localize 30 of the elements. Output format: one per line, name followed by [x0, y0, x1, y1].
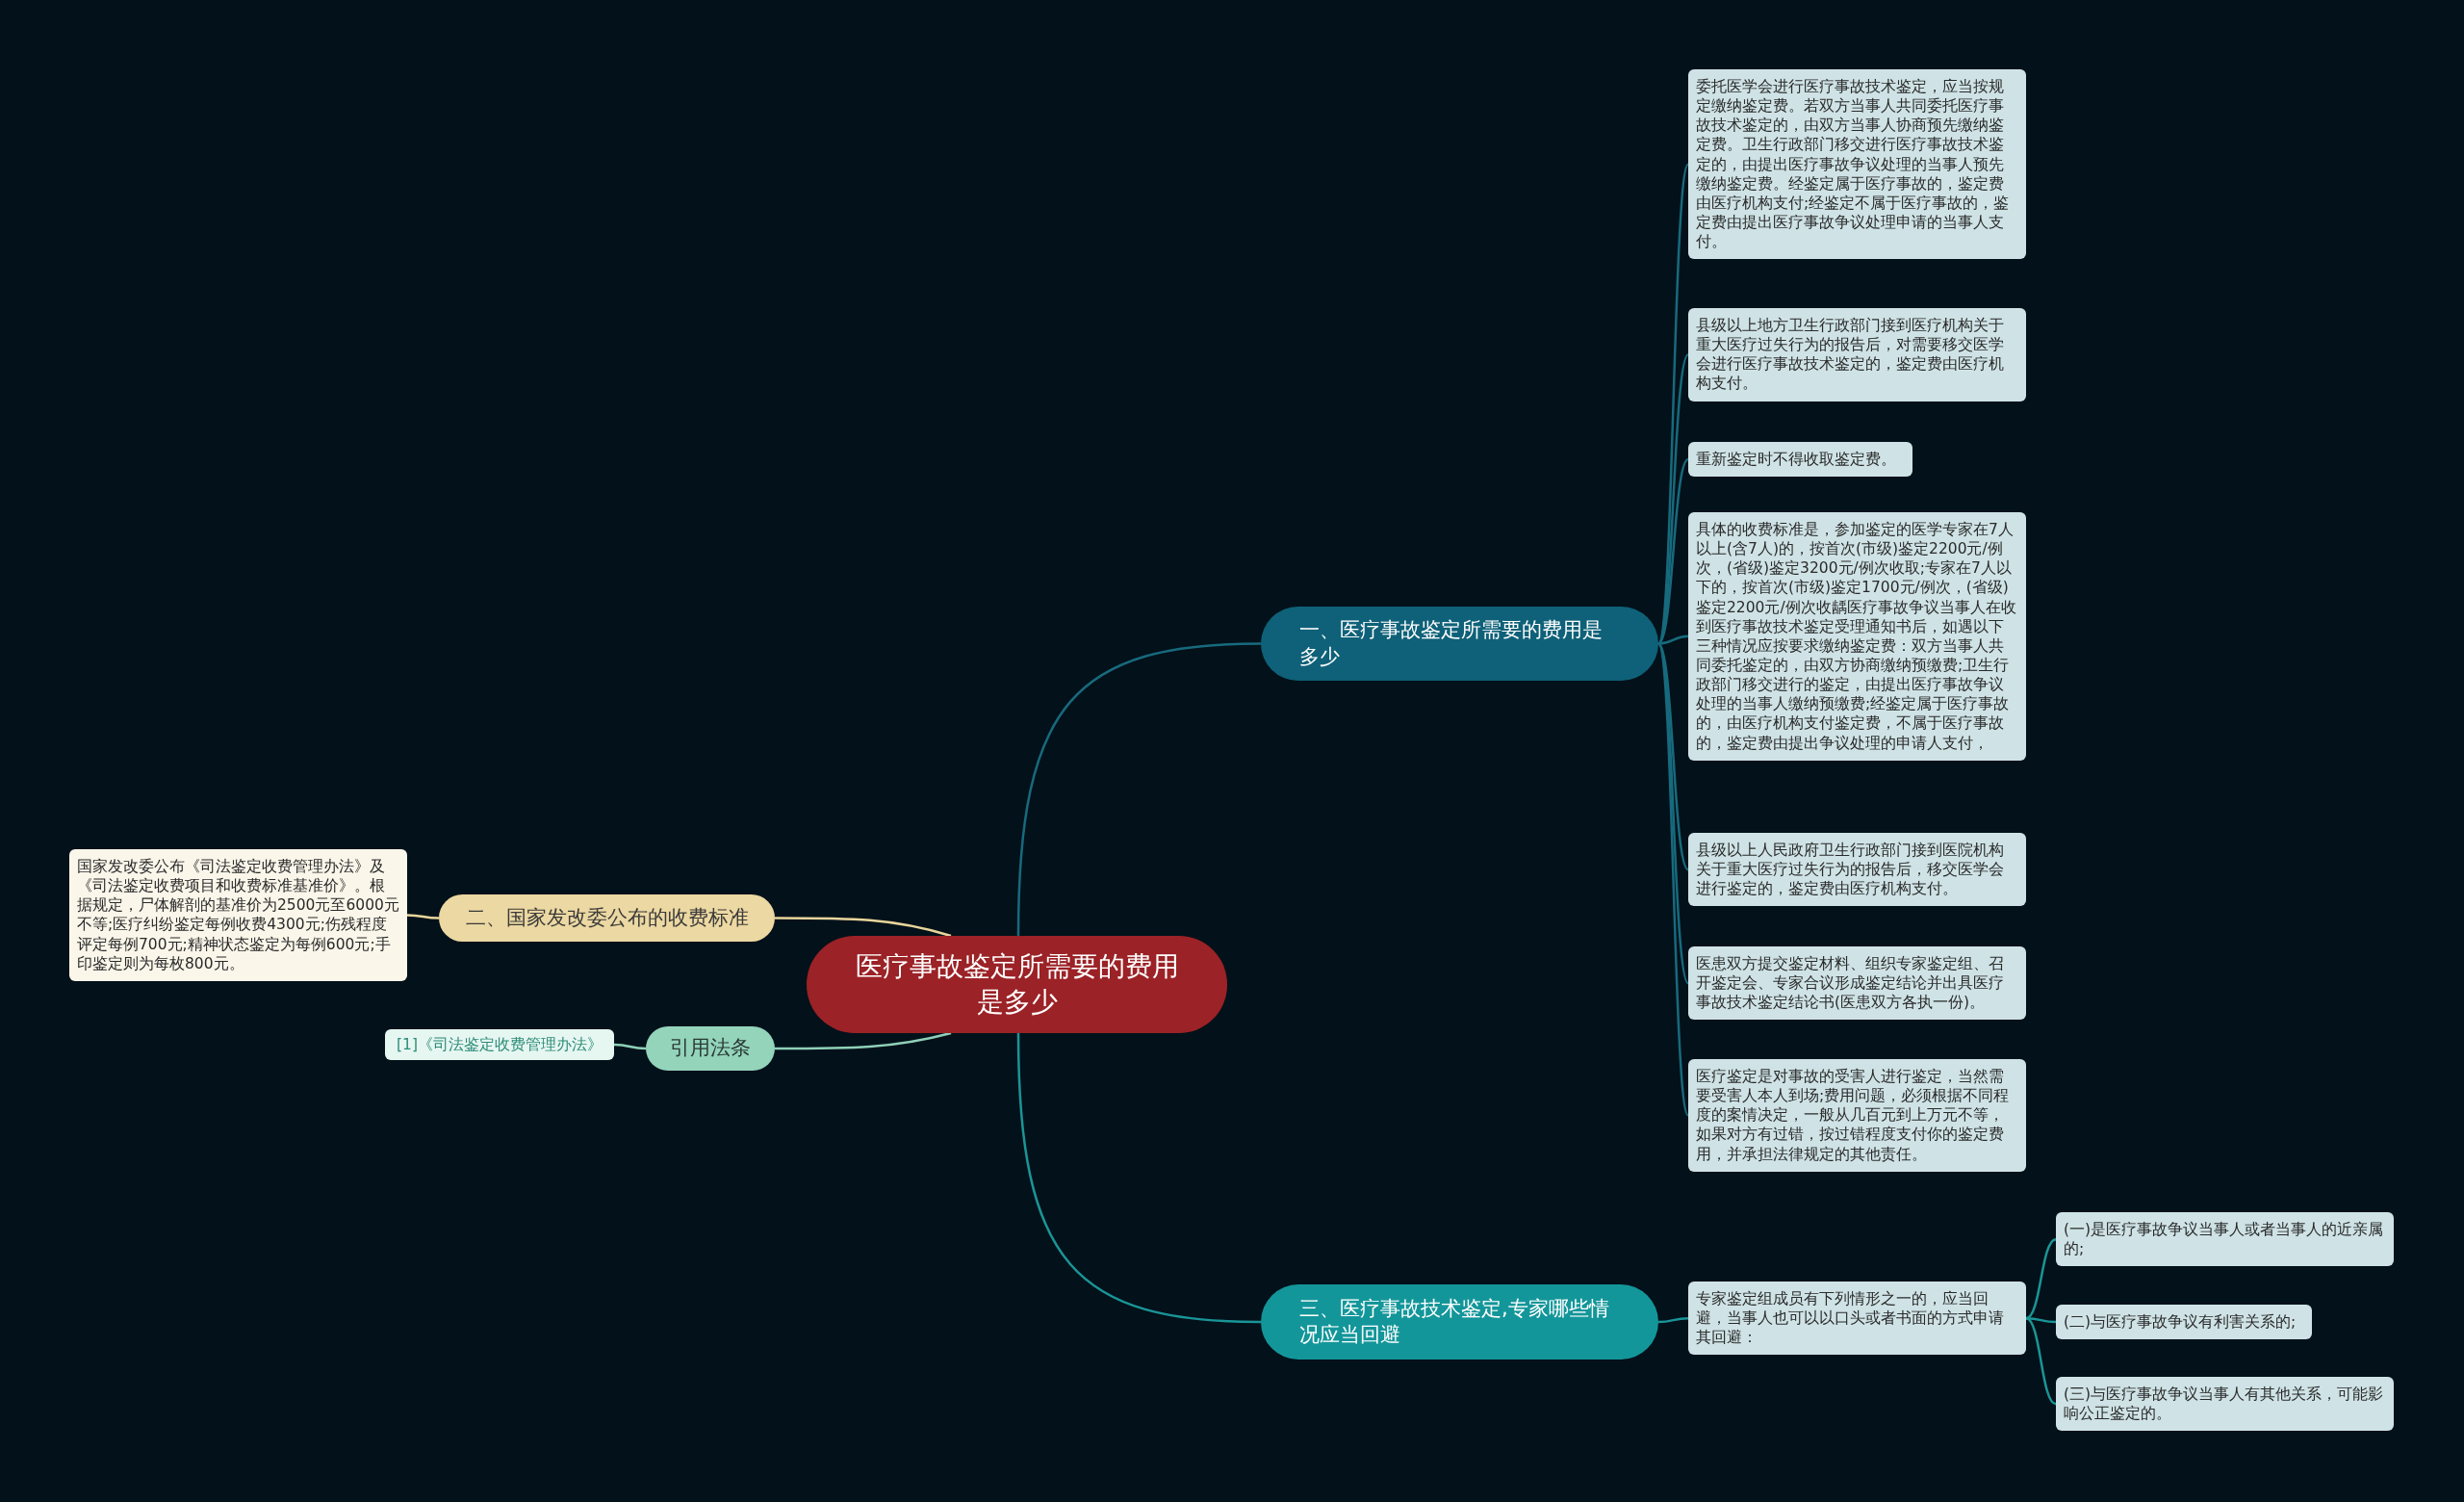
connector-line	[775, 1031, 952, 1050]
connector-line	[775, 917, 952, 938]
branch-topic: 二、国家发改委公布的收费标准	[439, 894, 775, 942]
text-card: 县级以上地方卫生行政部门接到医疗机构关于重大医疗过失行为的报告后，对需要移交医学会进行医疗事故技术鉴定的，鉴定费由医疗机构支付。	[1688, 308, 2026, 401]
text-card: 专家鉴定组成员有下列情形之一的，应当回避，当事人也可以以口头或者书面的方式申请其回避：	[1688, 1282, 2026, 1356]
text-card: 重新鉴定时不得收取鉴定费。	[1688, 442, 1912, 478]
text-card: 具体的收费标准是，参加鉴定的医学专家在7人以上(含7人)的，按首次(市级)鉴定2200元/例次，(省级)鉴定3200元/例次收取;专家在7人以下的，按首次(市级)鉴定1700元/例次，(省级)鉴定2200元/例次收龋医疗事故争议当事人在收到医疗事故技术鉴定受理通知书后，如遇以下三种情况应按要求缴纳鉴定费：双方当事人共同委托鉴定的，由双方协商缴纳预缴费;卫生行政部门移交进行的鉴定，由提出医疗事故争议处理的当事人缴纳预缴费;经鉴定属于医疗事故的，由医疗机构支付鉴定费，不属于医疗事故的，鉴定费由提出争议处理的申请人支付，	[1688, 512, 2026, 761]
text-card: 委托医学会进行医疗事故技术鉴定，应当按规定缴纳鉴定费。若双方当事人共同委托医疗事故技术鉴定的，由双方当事人协商预先缴纳鉴定费。卫生行政部门移交进行医疗事故技术鉴定的，由提出医疗事故争议处理的当事人预先缴纳鉴定费。经鉴定属于医疗事故的，鉴定费由医疗机构支付;经鉴定不属于医疗事故的，鉴定费由提出医疗事故争议处理申请的当事人支付。	[1688, 69, 2026, 260]
text-card: 医患双方提交鉴定材料、组织专家鉴定组、召开鉴定会、专家合议形成鉴定结论并出具医疗事故技术鉴定结论书(医患双方各执一份)。	[1688, 946, 2026, 1021]
text-card: 县级以上人民政府卫生行政部门接到医院机构关于重大医疗过失行为的报告后，移交医学会进行鉴定的，鉴定费由医疗机构支付。	[1688, 833, 2026, 907]
reference-card: [1]《司法鉴定收费管理办法》	[385, 1029, 614, 1061]
text-card: (二)与医疗事故争议有利害关系的;	[2056, 1305, 2312, 1340]
branch-topic: 一、医疗事故鉴定所需要的费用是多少	[1261, 607, 1658, 681]
connector-line	[1657, 634, 1689, 645]
connector-line	[1657, 642, 1689, 870]
text-card: 医疗鉴定是对事故的受害人进行鉴定，当然需要受害人本人到场;费用问题，必须根据不同程度的案情决定，一般从几百元到上万元不等，如果对方有过错，按过错程度支付你的鉴定费用，并承担法律规定的其他责任。	[1688, 1059, 2026, 1172]
central-topic: 医疗事故鉴定所需要的费用是多少	[807, 936, 1227, 1033]
connector-line	[1656, 643, 1690, 1116]
text-card: (一)是医疗事故争议当事人或者当事人的近亲属的;	[2056, 1212, 2394, 1267]
connector-line	[2025, 1238, 2057, 1320]
connector-line	[1016, 642, 1262, 937]
connector-line	[2025, 1317, 2057, 1406]
branch-topic: 引用法条	[646, 1026, 775, 1071]
branch-topic: 三、医疗事故技术鉴定,专家哪些情况应当回避	[1261, 1284, 1658, 1360]
connector-line	[406, 914, 439, 919]
text-card: (三)与医疗事故争议当事人有其他关系，可能影响公正鉴定的。	[2056, 1377, 2394, 1432]
connector-line	[613, 1043, 647, 1050]
connector-line	[1657, 1316, 1689, 1324]
connector-line	[1016, 1032, 1262, 1324]
text-card: 国家发改委公布《司法鉴定收费管理办法》及《司法鉴定收费项目和收费标准基准价》。根据规定，尸体解剖的基准价为2500元至6000元不等;医疗纠纷鉴定每例收费4300元;伤残程度评定每例700元;精神状态鉴定为每例600元;手印鉴定则为每枚800元。	[69, 849, 407, 981]
